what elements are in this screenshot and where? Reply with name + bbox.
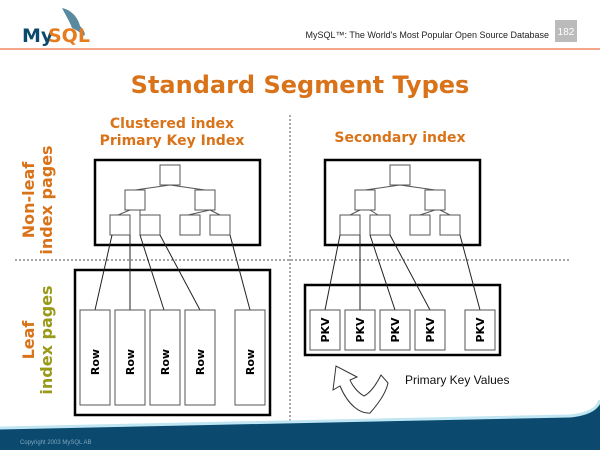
clustered-title-2: Primary Key Index [100, 133, 245, 149]
footer-band [0, 400, 600, 450]
pkv-entries [309, 309, 496, 351]
pkv-label: PKV [474, 317, 487, 343]
nonleaf-label-1: Non-leaf [19, 161, 38, 239]
secondary-leaf-box [303, 283, 502, 357]
footer-highlight [0, 399, 600, 430]
row-pages [79, 309, 266, 406]
curved-arrow-icon [332, 365, 389, 414]
leaf-label-2: index pages [37, 285, 56, 394]
clustered-title-1: Clustered index [110, 116, 234, 132]
pkv-label: PKV [424, 317, 437, 343]
secondary-nonleaf-tree [323, 158, 482, 247]
page-number-box [555, 20, 577, 42]
clustered-nonleaf-tree [93, 158, 262, 247]
pkv-label: PKV [354, 317, 367, 343]
clustered-leaf-box [73, 268, 272, 417]
secondary-title: Secondary index [334, 130, 465, 146]
pkv-label: PKV [319, 317, 332, 343]
logo-text-sql: SQL [48, 25, 90, 47]
row-label: Row [124, 349, 137, 375]
secondary-pointers [324, 234, 481, 311]
pkv-caption: Primary Key Values [405, 373, 509, 387]
row-label: Row [159, 349, 172, 375]
slide-title: Standard Segment Types [131, 71, 470, 99]
page-number: 182 [558, 27, 575, 38]
dolphin-icon [62, 8, 85, 36]
pkv-label: PKV [389, 317, 402, 343]
mysql-logo: My SQL [22, 8, 90, 47]
header-tagline: MySQL™: The World's Most Popular Open So… [306, 30, 550, 40]
row-label: Row [194, 349, 207, 375]
leaf-label-1: Leaf [19, 320, 38, 360]
nonleaf-label-2: index pages [37, 145, 56, 254]
row-label: Row [89, 349, 102, 375]
logo-text-my: My [22, 25, 54, 47]
clustered-pointers [94, 234, 251, 311]
footer-copyright: Copyright 2003 MySQL AB [20, 440, 91, 446]
row-label: Row [244, 349, 257, 375]
